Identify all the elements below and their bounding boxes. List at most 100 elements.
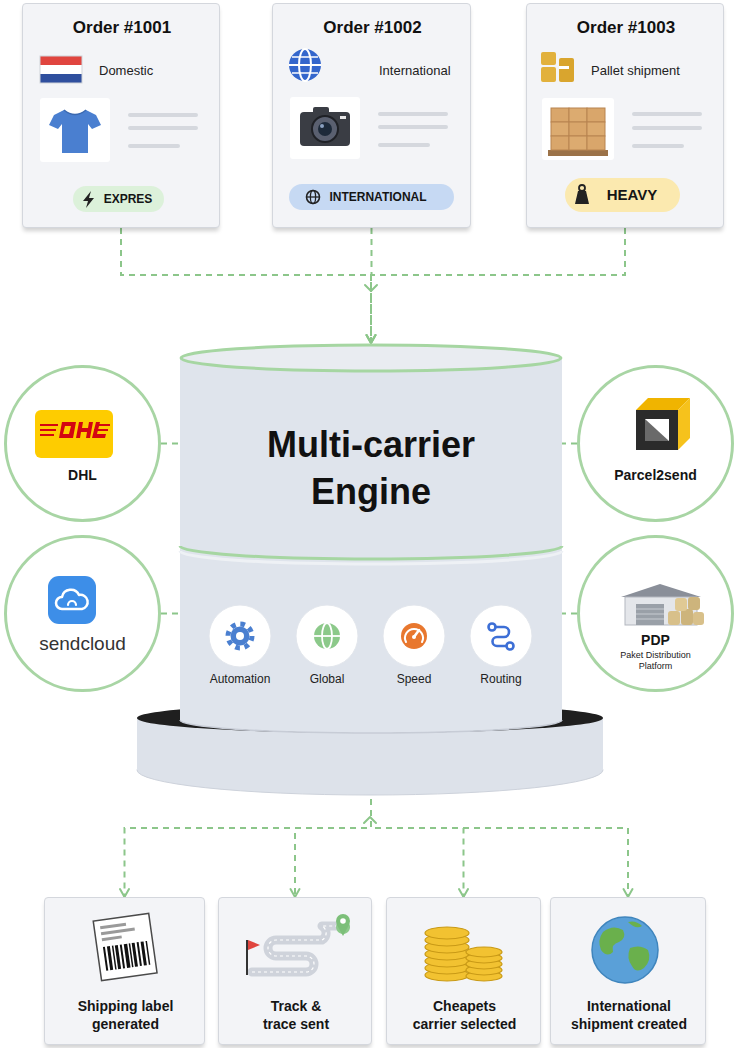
warehouse-illustration (636, 614, 664, 615)
coins-illustration (425, 948, 469, 960)
node-sublabel: Paket Distribution Platform (608, 650, 703, 672)
cylinder-edge (180, 720, 562, 733)
placeholder-lines (378, 112, 448, 116)
circle-outline (6, 367, 160, 521)
shipping-label-illustration (107, 946, 113, 970)
shipping-label-illustration (132, 943, 138, 967)
track-illustration (247, 914, 350, 975)
feature-circle-outline (296, 605, 358, 667)
globe-icon (314, 623, 340, 649)
order-card: INTERNATIONALOrder #1002International (272, 3, 471, 228)
gear-icon (228, 624, 252, 648)
coins-illustration (425, 934, 469, 946)
placeholder-lines (378, 143, 430, 147)
node-sublabel: Pallet shipment (591, 63, 721, 79)
boxes-illustration (569, 122, 587, 136)
placeholder-lines (632, 126, 702, 130)
dashed-connector (562, 613, 577, 615)
boxes-illustration (548, 150, 608, 156)
warehouse-illustration (693, 612, 704, 625)
globe-icon (307, 191, 320, 204)
feature-circle: Routing (461, 604, 541, 690)
feature-circle: Automation (200, 604, 280, 690)
order-card: EXPRESOrder #1001Domestic (22, 3, 220, 228)
product-frame (290, 97, 360, 159)
circle-outline (577, 365, 734, 522)
node-label: Routing (461, 672, 541, 686)
flag-icon (40, 65, 82, 74)
warehouse-illustration (636, 604, 664, 625)
node-label: Speed (374, 672, 454, 686)
dashed-connector (161, 443, 180, 445)
camera-illustration (312, 116, 338, 142)
dashed-connector (371, 228, 625, 343)
boxes-illustration (569, 136, 587, 150)
shipping-label-illustration (103, 947, 108, 971)
cylinder-body (180, 358, 562, 733)
shipping-label-illustration (141, 941, 147, 965)
parcel2send-logo (636, 398, 690, 410)
warehouse-illustration (681, 609, 693, 625)
flow-chevron (364, 817, 376, 823)
tshirt-illustration (49, 110, 101, 153)
shipping-label-illustration (137, 942, 142, 966)
connector-group (121, 228, 628, 897)
globe-icon (314, 623, 340, 649)
shipping-label-illustration (146, 941, 151, 965)
parcel2send-logo (678, 398, 690, 450)
coins-illustration (466, 953, 502, 963)
track-illustration (246, 940, 248, 975)
feature-circle: Global (287, 604, 367, 690)
sendcloud-logo (48, 576, 96, 624)
shipping-label-illustration (100, 923, 126, 930)
coins-illustration (466, 971, 502, 981)
placeholder-lines (128, 112, 702, 148)
dhl-logo (92, 422, 106, 438)
shipping-label-illustration (129, 943, 134, 967)
parcel2send-logo (645, 419, 669, 441)
dashed-connector (121, 228, 371, 343)
product-frame (40, 97, 614, 162)
camera-illustration (320, 124, 324, 128)
globe-icon (292, 72, 318, 74)
globe-icon (289, 49, 321, 81)
sendcloud-logo (56, 590, 88, 609)
tag-badge: HEAVY (565, 178, 680, 212)
dhl-logo (76, 422, 93, 438)
dhl-logo (40, 434, 54, 436)
dashed-connector (562, 443, 577, 445)
camera-illustration (300, 112, 350, 146)
result-card: International shipment created (550, 897, 706, 1045)
feature-circle-outline (209, 605, 271, 667)
dhl-logo (94, 429, 108, 431)
shipping-label-illustration (103, 941, 150, 971)
speedometer-icon (401, 623, 427, 649)
dashed-connector (161, 613, 180, 615)
weight-icon (575, 191, 589, 204)
boxes-illustration (587, 136, 605, 150)
earth-illustration (592, 917, 658, 983)
shipping-label-illustration (120, 944, 125, 968)
shipping-label-illustration (112, 946, 117, 970)
dhl-logo (35, 410, 113, 458)
track-illustration (340, 918, 346, 924)
product-frame (40, 98, 110, 162)
tshirt-illustration (64, 110, 86, 115)
product-frame (542, 98, 614, 160)
gear-icon (236, 632, 244, 640)
warehouse-illustration (636, 609, 664, 610)
carrier-circle: sendcloud (4, 535, 161, 692)
circle-outline (579, 537, 733, 691)
dhl-logo (40, 429, 56, 431)
node-label: EXPRES (97, 192, 159, 206)
track-illustration (252, 926, 338, 972)
coins-illustration (425, 955, 469, 967)
route-icon (507, 643, 514, 650)
node-sublabel: International (379, 63, 469, 79)
flow-chevron (364, 285, 377, 823)
feature-circle-outline (470, 605, 532, 667)
coins-illustration (466, 947, 502, 957)
coins-illustration (425, 927, 469, 939)
node-label: PDP (577, 632, 734, 649)
